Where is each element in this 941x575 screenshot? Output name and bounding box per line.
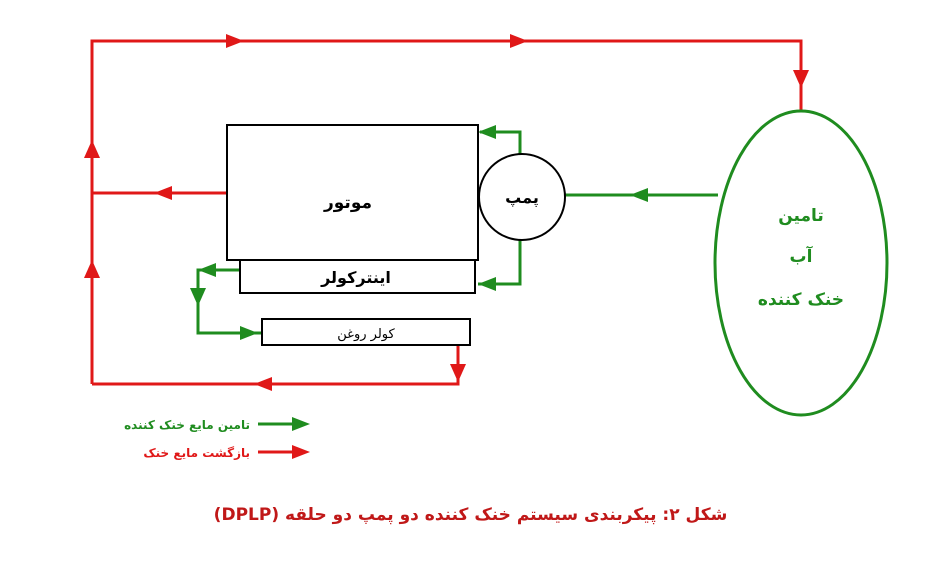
coolant-supply-tank	[713, 109, 889, 417]
arrow-left-icon	[198, 263, 216, 277]
return-line-bottom	[92, 346, 460, 386]
arrow-right-icon	[292, 445, 310, 459]
oil-cooler-box	[261, 318, 471, 346]
arrow-down-icon	[793, 70, 809, 88]
tank-label-line2: آب	[790, 245, 814, 267]
arrow-right-icon	[292, 417, 310, 431]
tank-label-line1: تامین	[778, 206, 824, 226]
legend-supply-label: تامین مایع خنک کننده	[124, 418, 250, 432]
arrow-right-icon	[510, 34, 528, 48]
arrow-right-icon	[226, 34, 244, 48]
legend: تامین مایع خنک کننده بازگشت مایع خنک	[124, 417, 310, 460]
return-arrows	[84, 34, 809, 391]
pump-label: پمپ	[505, 188, 539, 208]
tank-label-line3: خنک کننده	[758, 290, 844, 310]
figure-caption: شکل ۲: پیکربندی سیستم خنک کننده دو پمپ د…	[213, 505, 728, 525]
motor-label: موتور	[323, 193, 372, 213]
arrow-up-icon	[84, 140, 100, 158]
intercooler-box	[239, 259, 476, 294]
arrow-left-icon	[630, 188, 648, 202]
arrow-down-icon	[450, 364, 466, 382]
intercooler-label: اینترکولر	[320, 268, 391, 287]
supply-line-pump-to-intercooler	[478, 240, 522, 286]
arrow-down-icon	[190, 288, 206, 306]
arrow-left-icon	[478, 277, 496, 291]
supply-arrows	[190, 125, 648, 340]
arrow-right-icon	[240, 326, 258, 340]
arrow-left-icon	[154, 186, 172, 200]
oil-cooler-label: کولر روغن	[337, 327, 395, 342]
motor-box	[226, 124, 479, 261]
legend-return-label: بازگشت مایع خنک	[143, 446, 250, 460]
arrow-left-icon	[254, 377, 272, 391]
pump-circle	[478, 153, 566, 241]
arrow-left-icon	[478, 125, 496, 139]
supply-line-pump-to-motor	[480, 130, 522, 155]
arrow-up-icon	[84, 260, 100, 278]
